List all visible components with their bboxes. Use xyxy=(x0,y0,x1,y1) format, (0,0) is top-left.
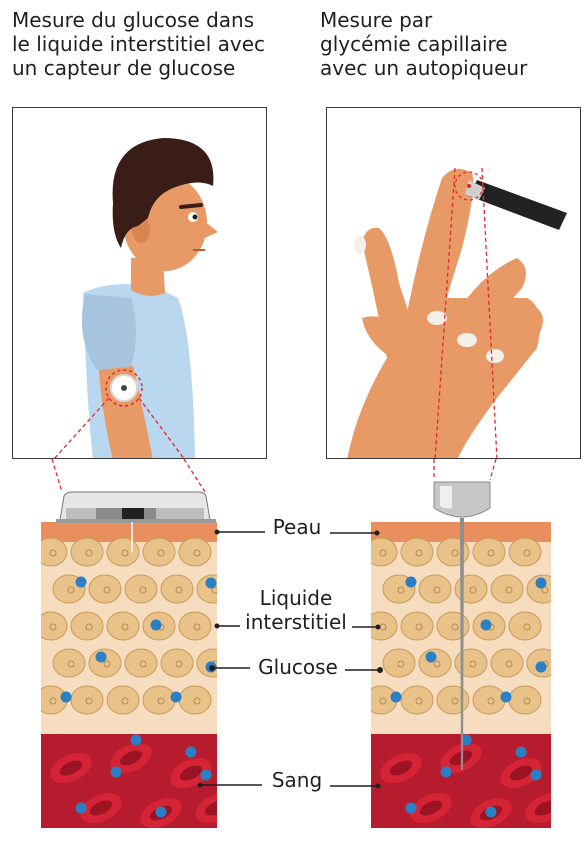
interstitial-cell xyxy=(490,648,524,678)
glucose-molecule xyxy=(155,806,167,818)
glucose-molecule xyxy=(200,769,212,781)
label-glucose: Glucose xyxy=(258,655,338,679)
finger-pinky xyxy=(362,227,417,358)
hair xyxy=(112,138,214,248)
interstitial-cell xyxy=(400,538,434,567)
interstitial-cell xyxy=(124,574,158,604)
glucose-molecule xyxy=(425,651,437,663)
glucose-molecule xyxy=(535,577,547,589)
interstitial-cell xyxy=(124,648,158,678)
glucose-molecule xyxy=(405,802,417,814)
interstitial-cell xyxy=(508,685,542,715)
interstitial-cell xyxy=(490,574,524,604)
left-title: Mesure du glucose dans le liquide inters… xyxy=(12,8,266,80)
interstitial-cell xyxy=(400,685,434,715)
nose xyxy=(203,220,218,238)
glucose-molecule xyxy=(405,576,417,588)
interstitial-cell xyxy=(400,611,434,641)
right-title: Mesure par glycémie capillaire avec un a… xyxy=(320,8,528,80)
interstitial-cell xyxy=(436,538,470,567)
glucose-molecule xyxy=(530,769,542,781)
lancet-needle xyxy=(460,518,464,770)
glucose-molecule xyxy=(500,691,512,703)
interstitial-cell xyxy=(142,538,176,567)
glucose-molecule xyxy=(535,661,547,673)
interstitial-cell xyxy=(106,685,140,715)
glucose-molecule xyxy=(390,691,402,703)
glucose-molecule xyxy=(515,746,527,758)
interstitial-cell xyxy=(472,538,506,567)
finger-middle xyxy=(457,258,526,328)
interstitial-cell xyxy=(106,538,140,567)
left-tissue-column xyxy=(41,491,217,828)
glucose-molecule xyxy=(75,802,87,814)
label-interstitial-line1: Liquide xyxy=(259,586,333,610)
glucose-molecule xyxy=(185,746,197,758)
interstitial-cell xyxy=(41,538,68,567)
interstitial-cell xyxy=(418,574,452,604)
interstitial-cell xyxy=(70,685,104,715)
interstitial-cell xyxy=(454,648,488,678)
glucose-molecule xyxy=(440,766,452,778)
glucose-molecule xyxy=(60,691,72,703)
glucose-molecule xyxy=(110,766,122,778)
interstitial-cell xyxy=(371,611,398,641)
glucose-molecule xyxy=(205,577,217,589)
glucose-molecule xyxy=(460,734,472,746)
interstitial-cell xyxy=(508,538,542,567)
sensor-illustration-panel xyxy=(12,107,267,459)
interstitial-cell xyxy=(418,648,452,678)
glucose-molecule xyxy=(75,576,87,588)
interstitial-cell xyxy=(382,648,416,678)
interstitial-cell xyxy=(454,574,488,604)
lancet-illustration-panel xyxy=(326,107,581,459)
interstitial-cell xyxy=(70,611,104,641)
interstitial-cell xyxy=(178,538,212,567)
label-blood: Sang xyxy=(271,768,323,792)
interstitial-cell xyxy=(472,685,506,715)
interstitial-cell xyxy=(52,648,86,678)
interstitial-cell xyxy=(70,538,104,567)
person-with-sensor-illustration xyxy=(53,138,218,458)
glucose-molecule xyxy=(170,691,182,703)
interstitial-cell xyxy=(160,574,194,604)
glucose-molecule xyxy=(150,619,162,631)
interstitial-cell xyxy=(160,648,194,678)
interstitial-cell xyxy=(436,611,470,641)
glucose-molecule xyxy=(480,619,492,631)
sleeve xyxy=(81,294,136,370)
lancet-device-icon xyxy=(469,180,567,230)
label-skin: Peau xyxy=(272,515,322,539)
interstitial-cell xyxy=(88,574,122,604)
skin-layer-left xyxy=(41,522,217,542)
interstitial-cell xyxy=(142,685,176,715)
interstitial-cell xyxy=(508,611,542,641)
right-tissue-column xyxy=(371,481,551,828)
hand-with-lancet-illustration xyxy=(347,167,567,458)
interstitial-cell xyxy=(41,611,68,641)
interstitial-cell xyxy=(178,611,212,641)
interstitial-cell xyxy=(88,648,122,678)
interstitial-cell xyxy=(106,611,140,641)
interstitial-cell xyxy=(178,685,212,715)
finger-index xyxy=(407,169,474,313)
glucose-molecule xyxy=(485,806,497,818)
label-interstitial-line2: interstitiel xyxy=(245,610,347,634)
interstitial-cell xyxy=(436,685,470,715)
interstitial-cell xyxy=(371,538,398,567)
glucose-molecule xyxy=(95,651,107,663)
glucose-molecule xyxy=(130,734,142,746)
